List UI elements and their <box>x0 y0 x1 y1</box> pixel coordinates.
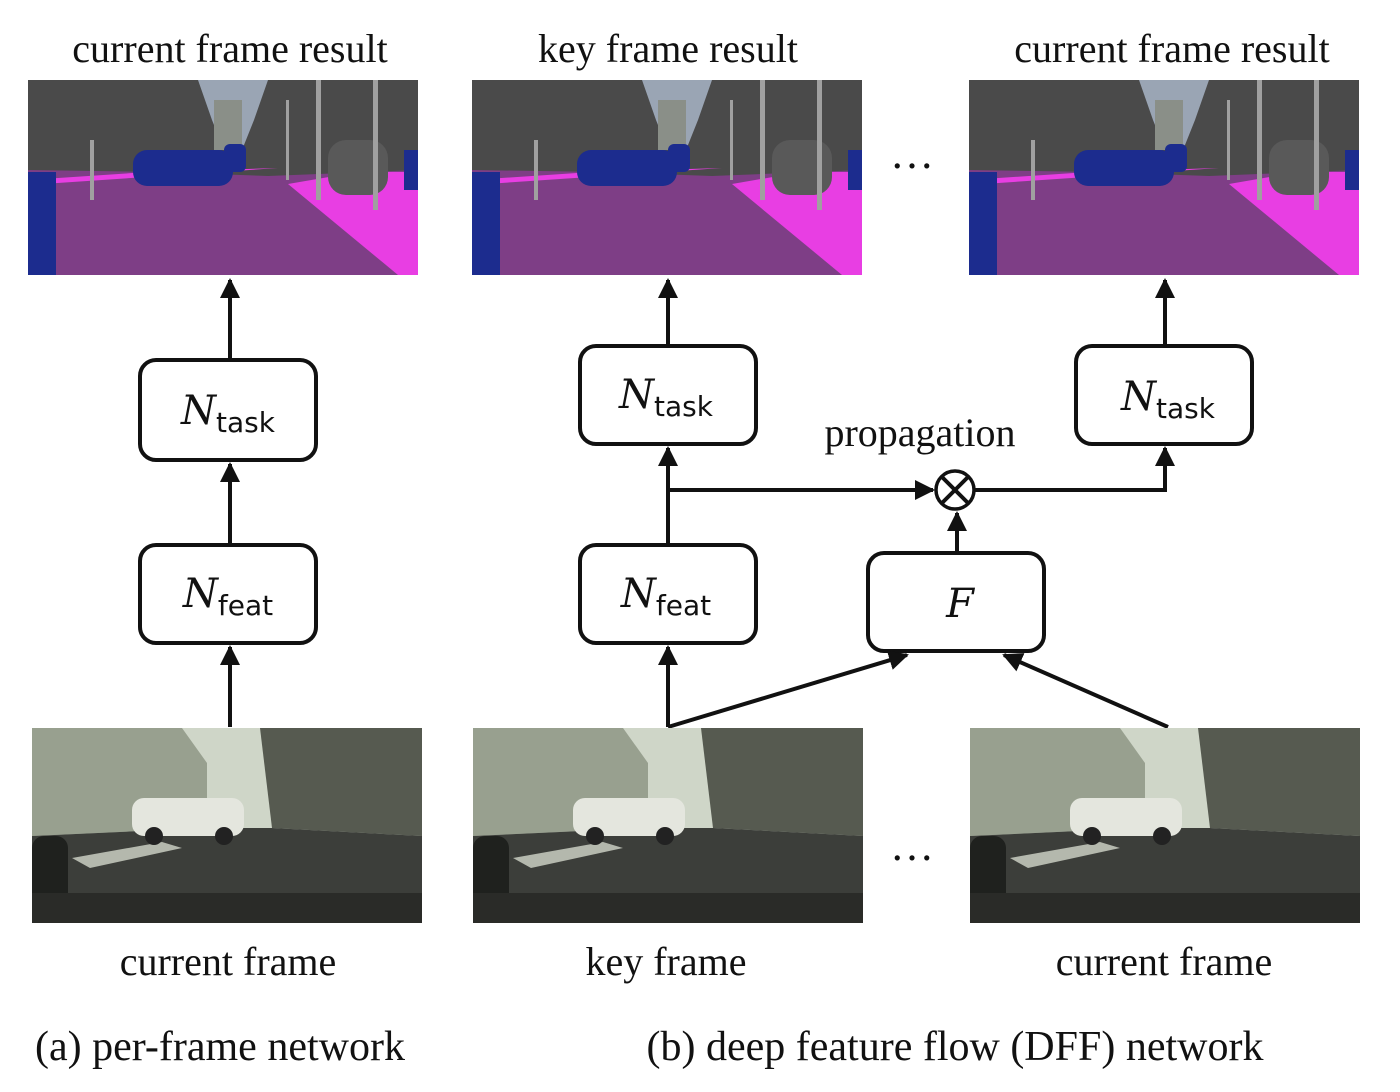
panel-b-top-ellipsis: … <box>890 129 934 178</box>
arrow-b-keyframe-to-flow <box>667 650 909 729</box>
panel-b-current-result-label: current frame result <box>1014 26 1329 71</box>
panel-b-key-frame-image <box>473 728 863 923</box>
panel-b-nfeat-label: Nfeat <box>620 571 711 622</box>
panel-a-frame-image <box>32 728 422 923</box>
panel-a-ntask-label: Ntask <box>180 388 276 439</box>
panel-b-caption: (b) deep feature flow (DFF) network <box>647 1024 1264 1070</box>
panel-b-flow-box <box>866 551 1046 653</box>
panel-b-key-ntask-box <box>578 344 758 446</box>
panel-b-nfeat-box <box>578 543 758 645</box>
panel-b-key-ntask-label: Ntask <box>618 372 714 423</box>
panel-b-current-frame-image <box>970 728 1360 923</box>
panel-b-key-frame-label: key frame <box>585 939 746 984</box>
panel-b-bottom-ellipsis: … <box>890 821 934 870</box>
arrow-b-propagation-to-current-task <box>974 446 1175 492</box>
panel-a-caption: (a) per-frame network <box>35 1024 405 1070</box>
panel-b-current-result-image <box>969 80 1359 275</box>
panel-a-result-image <box>28 80 418 275</box>
panel-b-key-result-label: key frame result <box>538 26 798 71</box>
panel-a-ntask-box <box>138 358 318 462</box>
arrow-b-currentframe-to-flow <box>1002 653 1169 729</box>
panel-b-current-ntask-box <box>1074 344 1254 446</box>
propagation-cross-b <box>940 475 970 505</box>
panel-b-key-result-image <box>472 80 862 275</box>
panel-b-current-frame-label: current frame <box>1056 939 1273 984</box>
panel-a-nfeat-label: Nfeat <box>182 571 273 622</box>
panel-b-current-ntask-label: Ntask <box>1120 374 1216 425</box>
panel-b-flow-label: F <box>945 581 975 627</box>
panel-a-bottom-label: current frame <box>120 939 337 984</box>
propagation-label: propagation <box>824 410 1015 455</box>
panel-a-nfeat-box <box>138 543 318 645</box>
panel-a-top-label: current frame result <box>72 26 387 71</box>
